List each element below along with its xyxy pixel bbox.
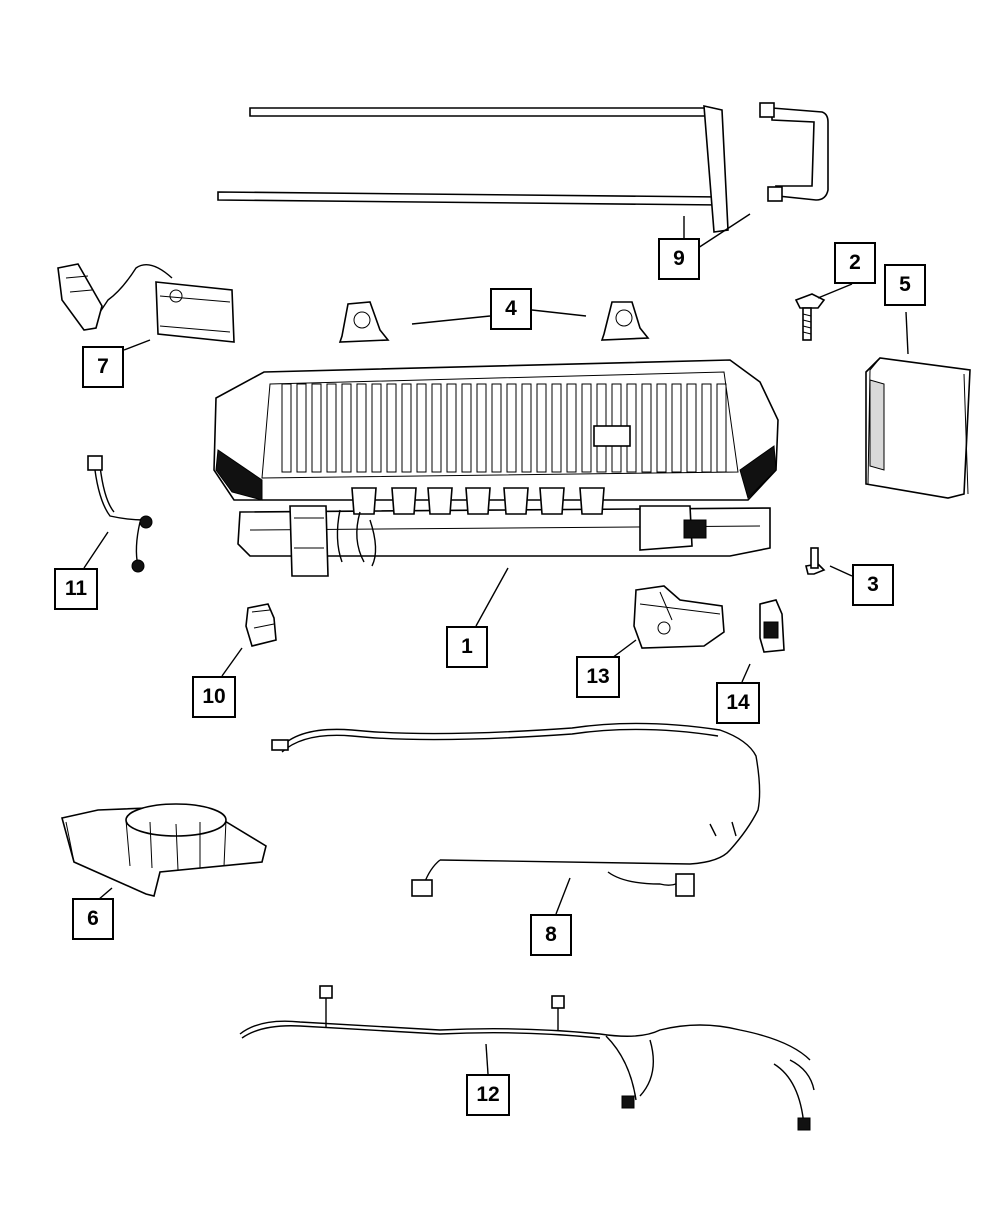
cooling-fin — [521, 383, 532, 473]
cooling-fin — [476, 383, 487, 473]
part-5-control-module — [865, 357, 971, 499]
part-2-bolt — [794, 293, 826, 341]
cooling-fin — [461, 383, 472, 473]
callout-5: 5 — [884, 264, 926, 306]
cooling-fin — [491, 383, 502, 473]
cooling-fin — [281, 383, 292, 473]
cooling-fin — [386, 383, 397, 473]
cooling-fin — [566, 383, 577, 473]
part-14-connector — [759, 599, 785, 653]
cooling-fin — [371, 383, 382, 473]
callout-13: 13 — [576, 656, 620, 698]
callout-9: 9 — [658, 238, 700, 280]
cooling-fin — [431, 383, 442, 473]
part-4-brackets — [338, 301, 650, 343]
cooling-fin — [551, 383, 562, 473]
callout-4: 4 — [490, 288, 532, 330]
cooling-fin — [686, 383, 697, 473]
cooling-fin — [311, 383, 322, 473]
cooling-fin — [506, 383, 517, 473]
cooling-fin — [701, 383, 712, 473]
cooling-fin — [401, 383, 412, 473]
cooling-fin — [716, 383, 727, 473]
cooling-fin — [641, 383, 652, 473]
terminal-bracket — [427, 487, 453, 515]
part-13-module — [633, 585, 725, 649]
callout-12: 12 — [466, 1074, 510, 1116]
part-6-fan-housing — [61, 803, 267, 897]
part-7-module — [57, 263, 235, 343]
callout-7: 7 — [82, 346, 124, 388]
callout-6: 6 — [72, 898, 114, 940]
cooling-fin — [296, 383, 307, 473]
terminal-bracket — [351, 487, 377, 515]
cooling-fin — [356, 383, 367, 473]
terminal-bracket — [539, 487, 565, 515]
part-3-bolt — [805, 547, 826, 575]
cooling-fin — [326, 383, 337, 473]
part-8-harness — [271, 722, 761, 897]
callout-11: 11 — [54, 568, 98, 610]
callout-1: 1 — [446, 626, 488, 668]
callout-2: 2 — [834, 242, 876, 284]
cooling-fin — [656, 383, 667, 473]
part-9-rails — [217, 102, 829, 233]
part-1-battery-pack — [213, 359, 779, 577]
part-12-harness — [239, 985, 815, 1131]
callout-14: 14 — [716, 682, 760, 724]
cooling-fin — [581, 383, 592, 473]
cooling-fin — [446, 383, 457, 473]
leader-lines — [83, 213, 909, 1075]
callout-8: 8 — [530, 914, 572, 956]
callout-10: 10 — [192, 676, 236, 718]
cooling-fin — [341, 383, 352, 473]
terminal-bracket — [579, 487, 605, 515]
callout-3: 3 — [852, 564, 894, 606]
cooling-fin — [416, 383, 427, 473]
terminal-bracket — [391, 487, 417, 515]
cooling-fin — [536, 383, 547, 473]
part-11-sensor-lead — [87, 455, 153, 573]
terminal-bracket — [465, 487, 491, 515]
part-10-connector — [245, 603, 277, 647]
terminal-bracket — [503, 487, 529, 515]
cooling-fin — [671, 383, 682, 473]
